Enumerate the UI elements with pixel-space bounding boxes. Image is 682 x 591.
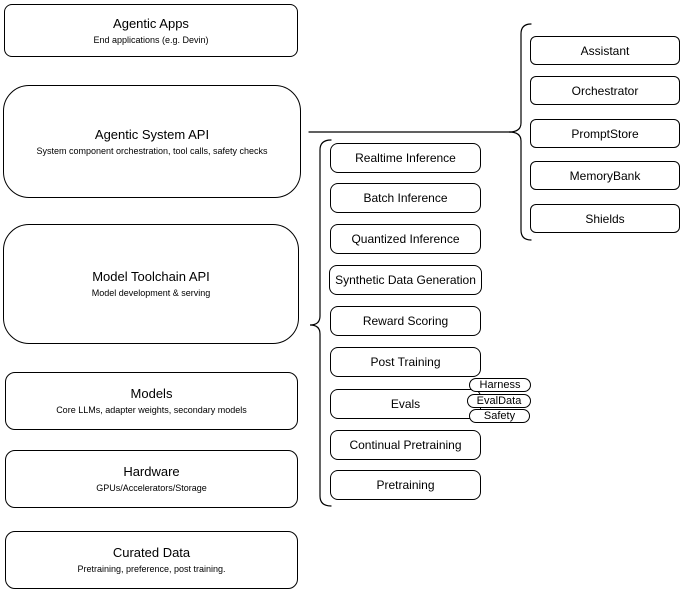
- node-pretraining: Pretraining: [330, 470, 481, 500]
- node-batch-inference: Batch Inference: [330, 183, 481, 213]
- tag-evaldata: EvalData: [467, 394, 531, 408]
- node-label: Pretraining: [376, 478, 435, 492]
- node-label: Evals: [390, 397, 421, 411]
- node-model-toolchain-api: Model Toolchain API Model development & …: [3, 224, 299, 344]
- node-post-training: Post Training: [330, 347, 481, 377]
- node-label: Quantized Inference: [351, 232, 460, 246]
- tag-label: Harness: [479, 379, 521, 391]
- node-title: Hardware: [123, 464, 180, 479]
- node-synthetic-data-generation: Synthetic Data Generation: [329, 265, 482, 295]
- node-reward-scoring: Reward Scoring: [330, 306, 481, 336]
- node-continual-pretraining: Continual Pretraining: [330, 430, 481, 460]
- node-promptstore: PromptStore: [530, 119, 680, 148]
- node-label: Orchestrator: [571, 83, 639, 98]
- node-hardware: Hardware GPUs/Accelerators/Storage: [5, 450, 298, 508]
- node-label: Assistant: [580, 43, 630, 58]
- node-subtitle: GPUs/Accelerators/Storage: [96, 483, 207, 493]
- node-subtitle: Core LLMs, adapter weights, secondary mo…: [56, 405, 247, 415]
- node-label: PromptStore: [571, 126, 639, 141]
- node-subtitle: System component orchestration, tool cal…: [36, 145, 268, 156]
- node-subtitle: Pretraining, preference, post training.: [77, 564, 226, 574]
- node-label: Batch Inference: [363, 191, 448, 205]
- node-agentic-apps: Agentic Apps End applications (e.g. Devi…: [4, 4, 298, 57]
- node-agentic-system-api: Agentic System API System component orch…: [3, 85, 301, 198]
- node-label: Realtime Inference: [355, 151, 456, 165]
- node-subtitle: Model development & serving: [91, 288, 211, 298]
- tag-label: Safety: [483, 410, 516, 422]
- node-evals: Evals: [330, 389, 481, 419]
- node-title: Model Toolchain API: [92, 269, 210, 284]
- node-label: Synthetic Data Generation: [335, 273, 476, 287]
- node-quantized-inference: Quantized Inference: [330, 224, 481, 254]
- node-assistant: Assistant: [530, 36, 680, 65]
- node-title: Models: [130, 386, 173, 401]
- node-label: Continual Pretraining: [349, 438, 462, 452]
- node-subtitle: End applications (e.g. Devin): [93, 34, 209, 45]
- brace-system-components: [508, 23, 532, 241]
- tag-safety: Safety: [469, 409, 530, 423]
- node-curated-data: Curated Data Pretraining, preference, po…: [5, 531, 298, 589]
- node-shields: Shields: [530, 204, 680, 233]
- node-label: Reward Scoring: [362, 314, 449, 328]
- tag-harness: Harness: [469, 378, 531, 392]
- brace-toolchain: [309, 139, 332, 507]
- node-title: Agentic Apps: [113, 15, 189, 31]
- node-title: Agentic System API: [94, 126, 210, 142]
- node-title: Curated Data: [112, 545, 191, 560]
- node-orchestrator: Orchestrator: [530, 76, 680, 105]
- node-label: Post Training: [370, 355, 441, 369]
- node-models: Models Core LLMs, adapter weights, secon…: [5, 372, 298, 430]
- node-realtime-inference: Realtime Inference: [330, 143, 481, 173]
- tag-label: EvalData: [476, 395, 522, 407]
- node-label: Shields: [585, 211, 625, 226]
- node-label: MemoryBank: [569, 168, 641, 183]
- node-memorybank: MemoryBank: [530, 161, 680, 190]
